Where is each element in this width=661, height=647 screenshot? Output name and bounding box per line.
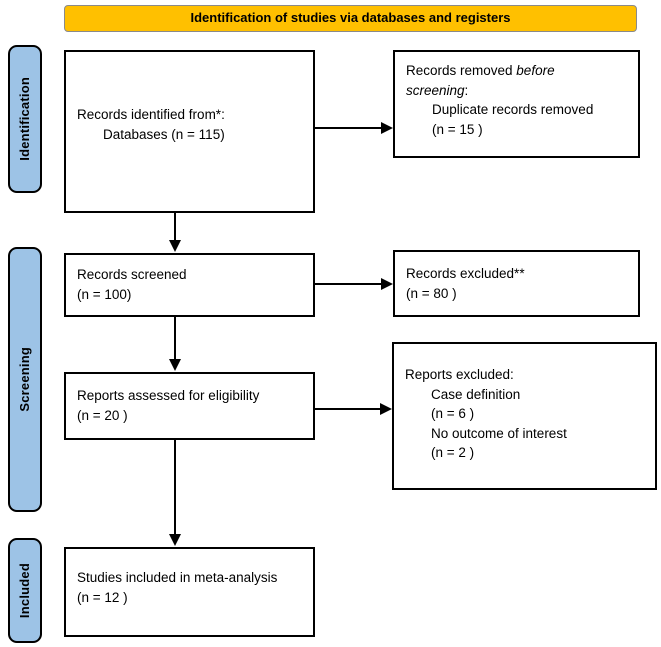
stage-label-included: Included [8,538,42,643]
box-records-screened: Records screened (n = 100) [64,253,315,317]
records-identified-line1: Records identified from*: [77,106,225,122]
records-excluded-line2: (n = 80 ) [406,285,457,301]
studies-included-line1: Studies included in meta-analysis [77,570,278,586]
arrow-assessed-to-reports-excluded [315,403,392,415]
stage-label-screening: Screening [8,247,42,512]
records-removed-suffix: : [464,82,469,98]
arrow-identified-to-screened [169,213,181,252]
records-removed-count: (n = 15 ) [432,121,483,137]
box-records-identified: Records identified from*: Databases (n =… [64,50,315,213]
arrow-screened-to-assessed [169,317,181,371]
arrow-assessed-to-included [169,440,181,546]
reports-assessed-line1: Reports assessed for eligibility [77,388,260,404]
banner-identification-via-databases: Identification of studies via databases … [64,5,637,32]
stage-label-identification-text: Identification [16,77,32,161]
arrow-screened-to-excluded [315,278,393,290]
stage-label-included-text: Included [16,562,32,619]
records-identified-line2: Databases (n = 115) [103,126,225,142]
records-removed-italic: before screening [406,63,555,98]
reports-excluded-title: Reports excluded: [405,367,514,382]
records-removed-title: Records removed before screening: [406,61,592,100]
banner-label: Identification of studies via databases … [190,10,511,26]
stage-label-screening-text: Screening [16,347,32,412]
records-removed-prefix: Records removed [406,63,517,78]
box-reports-excluded: Reports excluded: Case definition (n = 6… [392,342,657,490]
reports-assessed-line2: (n = 20 ) [77,408,128,423]
reports-excluded-count1: (n = 6 ) [431,406,475,422]
box-records-removed: Records removed before screening: Duplic… [393,50,640,158]
box-records-excluded: Records excluded** (n = 80 ) [393,250,640,317]
records-removed-detail: Duplicate records removed [432,102,594,118]
box-reports-assessed: Reports assessed for eligibility (n = 20… [64,372,315,440]
records-screened-line2: (n = 100) [77,287,132,302]
records-screened-line1: Records screened [77,267,187,283]
stage-label-identification: Identification [8,45,42,193]
studies-included-line2: (n = 12 ) [77,590,128,605]
records-excluded-line1: Records excluded** [406,265,525,281]
reports-excluded-reason2: No outcome of interest [431,425,567,441]
arrow-identified-to-removed [315,122,393,134]
reports-excluded-reason1: Case definition [431,386,521,402]
reports-excluded-count2: (n = 2 ) [431,445,475,461]
box-studies-included: Studies included in meta-analysis (n = 1… [64,547,315,637]
